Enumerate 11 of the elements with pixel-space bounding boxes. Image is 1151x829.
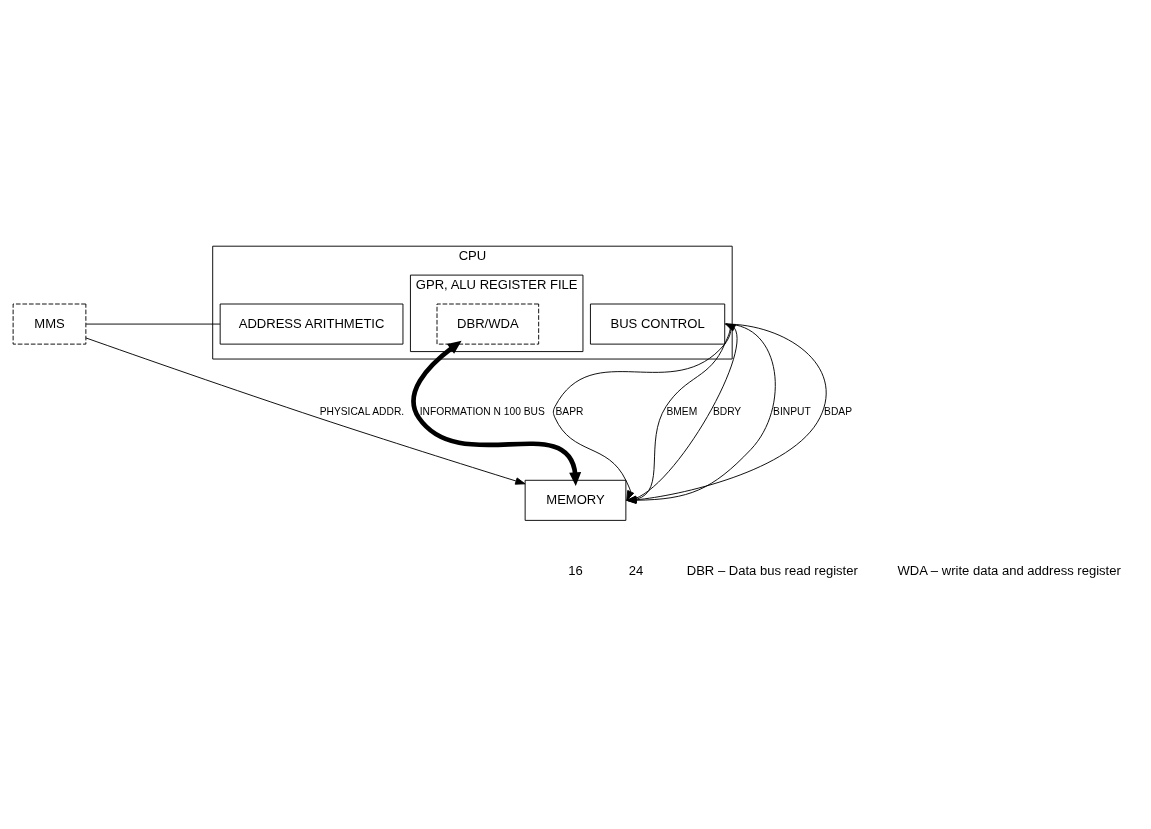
edge-label: BAPR [555,405,584,417]
edge-label: BDRY [712,405,742,417]
edge-label: PHYSICAL ADDR. [319,405,405,417]
edge-label: BDAP [824,405,852,417]
label: DBR – Data bus read register [686,562,858,578]
edge-label: BMEM [666,405,698,417]
edge-label: INFORMATION N 100 BUS [419,405,545,417]
edge-label: BINPUT [773,405,811,417]
label: 24 [628,562,644,578]
label: WDA – write data and address register [897,562,1121,578]
label: 16 [568,562,583,578]
